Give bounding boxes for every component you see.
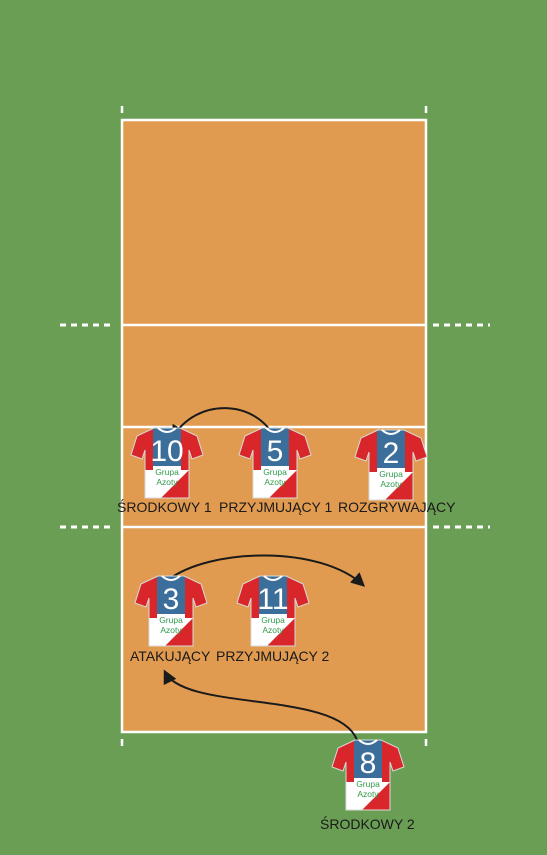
sponsor-text-line2: Azoty — [262, 625, 284, 635]
jersey-number: 10 — [150, 435, 183, 468]
jersey-outline — [236, 575, 310, 647]
jersey-collar — [265, 427, 285, 433]
sponsor-text-line2: Azoty — [264, 477, 286, 487]
player-role-label: PRZYJMUJĄCY 2 — [216, 648, 330, 664]
movement-arrows — [163, 407, 366, 741]
jersey-red-stripe — [383, 472, 413, 500]
jersey-collar — [358, 739, 378, 745]
sponsor-text-line1: Grupa — [356, 779, 380, 789]
jersey-outline — [130, 427, 204, 499]
jersey-outline — [134, 575, 208, 647]
movement-arrow-5-to-10 — [171, 407, 277, 441]
jersey-collar — [157, 427, 177, 433]
sponsor-text-line1: Grupa — [263, 467, 287, 477]
jersey-front-panel — [377, 430, 405, 468]
jersey-red-stripe — [163, 618, 193, 646]
jersey-red-stripe — [360, 782, 390, 810]
jersey-outline — [331, 739, 405, 811]
player-role-label: ROZGRYWAJĄCY — [338, 499, 456, 515]
player-role-label: PRZYJMUJĄCY 1 — [219, 499, 333, 515]
sponsor-text-line1: Grupa — [379, 469, 403, 479]
sponsor-text-line2: Azoty — [160, 625, 182, 635]
player-role-label: ŚRODKOWY 1 — [117, 498, 212, 515]
jersey-outline — [354, 429, 428, 501]
jersey-front-panel — [354, 740, 382, 778]
jersey-number: 8 — [360, 747, 377, 780]
jersey-number: 11 — [257, 583, 288, 616]
sponsor-text-line1: Grupa — [155, 467, 179, 477]
sponsor-text-line1: Grupa — [261, 615, 285, 625]
jersey-outline — [238, 427, 312, 499]
movement-arrow-8-to-3 — [163, 669, 358, 741]
jersey-front-panel — [157, 576, 185, 614]
sponsor-text-line2: Azoty — [156, 477, 178, 487]
movement-arrow-3 — [167, 554, 366, 587]
jersey-collar — [263, 575, 283, 581]
sponsor-text-line2: Azoty — [380, 479, 402, 489]
jersey-front-panel — [261, 428, 289, 466]
player-role-label: ATAKUJĄCY — [130, 648, 211, 664]
jersey-collar — [161, 575, 181, 581]
jersey-front-panel — [259, 576, 287, 614]
player-role-label: ŚRODKOWY 2 — [320, 815, 415, 832]
jersey-red-stripe — [267, 470, 297, 498]
jersey-red-stripe — [265, 618, 295, 646]
jersey-red-stripe — [159, 470, 189, 498]
jersey-number: 2 — [383, 437, 400, 470]
jersey-number: 3 — [163, 583, 180, 616]
sponsor-text-line1: Grupa — [159, 615, 183, 625]
jersey-collar — [381, 429, 401, 435]
jersey-number: 5 — [267, 435, 284, 468]
jersey-front-panel — [153, 428, 181, 466]
sponsor-text-line2: Azoty — [357, 789, 379, 799]
